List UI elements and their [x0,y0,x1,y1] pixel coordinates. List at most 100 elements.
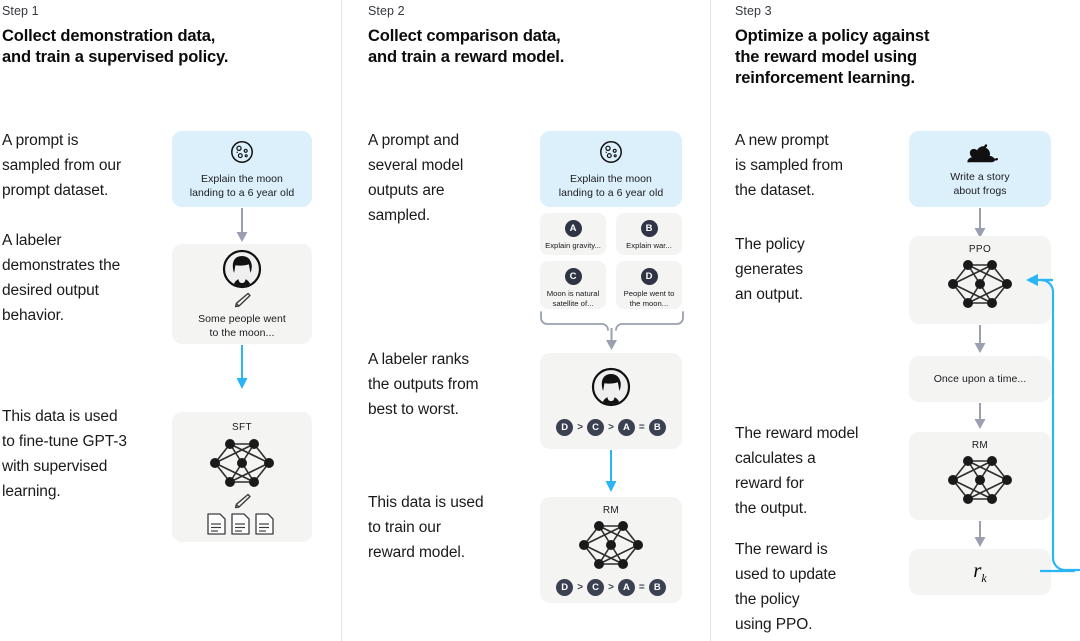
rm-rank-item-3: B [648,579,666,596]
prompt-text-line1: Explain the moon [201,172,283,185]
rm-label: RM [971,440,989,451]
step-2-title: Collect comparison data, and train a rew… [368,26,698,68]
output-text-c: Moon is natural satellite of... [546,289,600,308]
moon-icon [600,140,622,163]
step-3-policy-card[interactable]: PPO [909,236,1051,324]
prompt-text-line1: Explain the moon [570,172,652,185]
reward-symbol: r [973,557,982,582]
step-1-title-line1: Collect demonstration data, [2,27,216,45]
step-2-paragraph-2: A labeler ranks the outputs from best to… [368,351,479,418]
step-2-title-line1: Collect comparison data, [368,27,561,45]
step-2-rm-ranking-row: D > C > A = B [556,579,666,596]
step-3-paragraph-4: The reward is used to update the policy … [735,541,837,633]
prompt-text-line2: landing to a 6 year old [189,186,295,199]
rank-op-1: > [608,421,614,433]
prompt-text-line2: landing to a 6 year old [558,186,664,199]
rm-rank-op-0: > [577,582,584,593]
step-1-sft-card[interactable]: SFT [172,412,312,542]
step-2-paragraph-3: This data is used to train our reward mo… [368,494,484,561]
step-3-reward-card[interactable]: rk [909,549,1051,595]
step-1-label: Step 1 [2,4,39,18]
step-2-reward-model-card[interactable]: RM [540,497,682,603]
step-3-arrow-2 [974,325,986,353]
output-badge-d: D [640,268,658,285]
output-card-c[interactable]: C Moon is natural satellite of... [540,261,606,309]
column-divider-2 [710,0,711,641]
step-2-column: Step 2 Collect comparison data, and trai… [342,0,710,641]
step-2-ranking-card[interactable]: D > C > A = B [540,353,682,449]
step-3-title-line2: the reward model using [735,48,917,66]
column-divider-1 [341,0,342,641]
ppo-label: PPO [968,244,992,255]
rm-rank-item-2: A [617,579,635,596]
output-text-d: People went to the moon... [623,289,675,308]
rank-item-0: D [556,418,574,436]
reward-subscript: k [981,571,987,586]
output-badge-a: A [564,220,582,237]
step-1-title-line2: and train a supervised policy. [2,48,229,66]
step-3-label: Step 3 [735,4,772,18]
step-3-arrow-3 [974,403,986,429]
rm-rank-item-0: D [556,579,574,596]
rank-item-3: B [648,418,666,436]
prompt-text-line2: about frogs [953,184,1007,197]
step-1-title: Collect demonstration data, and train a … [2,26,332,68]
output-badge-b: B [640,220,658,237]
step-3-output-text: Once upon a time... [933,373,1027,385]
step-3-output-card[interactable]: Once upon a time... [909,356,1051,402]
person-icon [591,367,631,406]
step-3-prompt-text: Write a story about frogs [950,170,1009,198]
step-3-title-line3: reinforcement learning. [735,69,915,87]
step-3-arrow-1 [974,208,986,238]
step-3-title: Optimize a policy against the reward mod… [735,26,1065,89]
rm-rank-op-1: > [608,582,614,593]
rank-item-2: A [617,418,635,436]
neural-network-icon [948,456,1012,504]
step-2-paragraph-1: A prompt and several model outputs are s… [368,132,464,224]
rm-label: RM [602,505,620,516]
step-2-brace-arrow [540,311,684,350]
step-2-prompt-card[interactable]: Explain the moon landing to a 6 year old [540,131,682,207]
pencil-icon [234,493,251,509]
step-3-column: Step 3 Optimize a policy against the rew… [711,0,1080,641]
output-text-b: Explain war... [626,241,672,250]
step-1-column: Step 1 Collect demonstration data, and t… [0,0,341,641]
step-1-arrow-2 [236,345,248,389]
labeler-text-line1: Some people went [198,312,286,325]
rank-op-0: > [577,421,584,433]
step-3-paragraph-3: The reward model calculates a reward for… [735,425,859,517]
step-1-prompt-card[interactable]: Explain the moon landing to a 6 year old [172,131,312,207]
step-1-paragraph-2: A labeler demonstrates the desired outpu… [2,232,121,324]
person-icon [222,249,262,288]
rank-item-1: C [587,418,605,436]
step-1-labeler-card[interactable]: Some people went to the moon... [172,244,312,344]
step-2-title-line2: and train a reward model. [368,48,565,66]
neural-network-icon [210,439,274,487]
step-2-ranking-row: D > C > A = B [556,418,666,436]
documents-icon [207,513,274,535]
output-card-d[interactable]: D People went to the moon... [616,261,682,309]
rank-op-2: = [638,421,645,433]
step-2-label: Step 2 [368,4,405,18]
step-3-paragraph-1: A new prompt is sampled from the dataset… [735,132,843,199]
output-card-a[interactable]: A Explain gravity... [540,213,606,255]
neural-network-icon [579,521,643,569]
step-3-arrow-4 [974,521,986,547]
rm-rank-item-1: C [587,579,605,596]
step-2-prompt-text: Explain the moon landing to a 6 year old [559,172,663,200]
reward-formula: rk [973,558,987,586]
output-badge-c: C [564,268,582,285]
moon-icon [231,140,253,163]
step-2-arrow-2 [605,450,617,492]
step-3-reward-model-card[interactable]: RM [909,432,1051,520]
output-card-b[interactable]: B Explain war... [616,213,682,255]
step-1-arrow-1 [236,208,248,242]
step-1-prompt-text: Explain the moon landing to a 6 year old [190,172,294,200]
step-3-title-line1: Optimize a policy against [735,27,930,45]
rm-rank-op-2: = [638,582,645,593]
step-3-paragraph-2: The policy generates an output. [735,236,805,303]
prompt-text-line1: Write a story [950,170,1010,183]
step-3-prompt-card[interactable]: Write a story about frogs [909,131,1051,207]
step-1-labeler-text: Some people went to the moon... [198,312,286,340]
